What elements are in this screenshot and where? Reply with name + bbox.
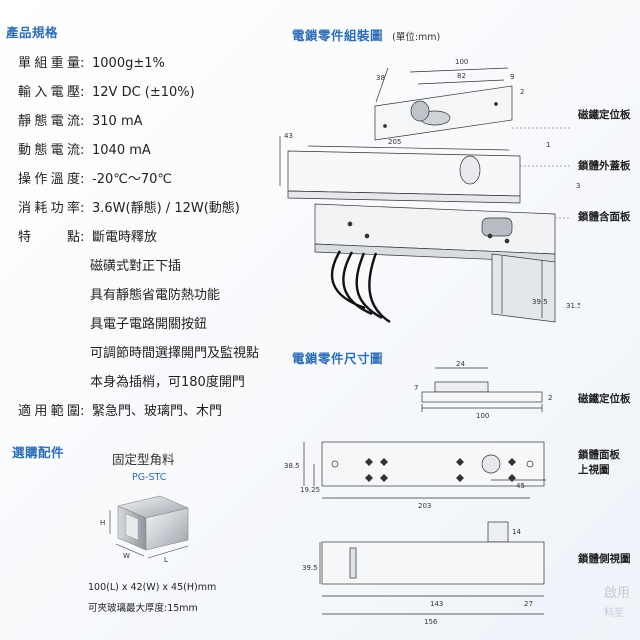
accessory-name: 固定型角料 [112,452,175,467]
assembly-unit: (單位:mm) [392,32,441,43]
dimensions-title: 電鎖零件尺寸圖 [292,351,384,366]
spec-row: 靜態電流:310 mA [18,110,143,129]
dim-143: 143 [430,600,443,608]
dim-19-25: 19.25 [300,486,320,494]
assembly-label-magnet: 磁鐵定位板 [578,109,631,121]
dim-100b: 100 [476,412,489,420]
dim-31-5: 31.5 [566,302,580,310]
dim-2b: 2 [548,394,552,402]
axis-w-label: W [123,552,130,560]
feature-item: 磁磺式對正下插 [90,259,182,274]
feature-item: 具有靜態省電防熱功能 [90,288,221,303]
spec-value: 斷電時釋放 [92,230,158,245]
dim-7: 7 [414,384,418,392]
spec-label: 輸入電壓 [18,85,80,100]
spec-value: 1040 mA [92,143,151,158]
dim-43: 43 [284,132,293,140]
spec-row: 消耗功率:3.6W(靜態) / 12W(動態) [18,197,240,216]
spec-label: 單組重量 [18,56,80,71]
assembly-label-body: 鎖體含面板 [578,211,631,223]
dim-38-5: 38.5 [284,462,300,470]
dim-24: 24 [456,360,465,368]
axis-h-label: H [100,519,105,527]
accessory-title: 選購配件 [12,445,65,460]
spec-label: 操作溫度 [18,172,80,187]
spec-row: 適用範圍:緊急門、玻璃門、木門 [18,400,222,419]
dim-2: 2 [520,88,524,96]
dimension-drawings: 24 7 2 100 38.5 19.25 45 203 14 39.5 143… [284,360,552,626]
specs-title: 產品規格 [6,25,59,40]
angle-bracket-drawing: H W L [100,495,189,564]
spec-label: 消耗功率 [18,201,80,216]
dim-203: 203 [418,502,431,510]
dim-156: 156 [424,618,438,626]
spec-value: 12V DC (±10%) [92,85,195,100]
assembly-header: 電鎖零件組裝圖 (單位:mm) [292,25,440,44]
dim-1: 1 [546,141,550,149]
dimension-label-side: 鎖體側視圖 [578,553,631,565]
dim-14: 14 [512,528,521,536]
dim-39-5b: 39.5 [302,564,318,572]
watermark-line2: 科至 [604,608,624,619]
feature-item: 可調節時間選擇開門及監視點 [90,346,260,361]
spec-label: 靜態電流 [18,114,80,129]
dim-45: 45 [516,482,525,490]
spec-label: 適用範圍 [18,404,80,419]
dim-3: 3 [576,182,580,190]
accessory-dims: 100(L) x 42(W) x 45(H)mm [88,582,217,593]
spec-row: 動態電流:1040 mA [18,139,151,158]
spec-value: -20℃～70℃ [92,172,172,187]
feature-item: 本身為插梢，可180度開門 [90,375,245,390]
accessory-model: PG-STC [132,472,167,483]
feature-item: 具電子電路開關按鈕 [90,317,208,332]
spec-row: 特 點:斷電時釋放 [18,226,157,245]
assembly-diagram: 100 82 38 9 2 43 205 1 3 39.5 31.5 [279,58,580,324]
assembly-title: 電鎖零件組裝圖 [292,28,384,43]
spec-row: 單組重量:1000g±1% [18,52,165,71]
dim-27: 27 [524,600,533,608]
dimension-label-face: 鎖體面板 上視圖 [578,449,620,476]
dim-100: 100 [455,58,468,66]
dim-38: 38 [376,74,385,82]
accessory-note: 可夾玻璃最大厚度:15mm [88,603,198,614]
watermark-line1: 啟用 [604,586,631,601]
dim-9: 9 [510,73,514,81]
dim-205: 205 [388,138,401,146]
spec-label: 特 點 [18,230,80,245]
dimension-label-magnet: 磁鐵定位板 [578,393,631,405]
spec-label: 動態電流 [18,143,80,158]
spec-row: 操作溫度:-20℃～70℃ [18,168,172,187]
spec-value: 3.6W(靜態) / 12W(動態) [92,201,240,216]
spec-value: 1000g±1% [92,56,165,71]
assembly-label-cover: 鎖體外蓋板 [578,160,631,172]
dim-39-5: 39.5 [532,298,548,306]
spec-value: 緊急門、玻璃門、木門 [92,404,223,419]
spec-row: 輸入電壓:12V DC (±10%) [18,81,195,100]
dim-82: 82 [457,72,466,80]
spec-value: 310 mA [92,114,143,129]
axis-l-label: L [164,556,168,564]
